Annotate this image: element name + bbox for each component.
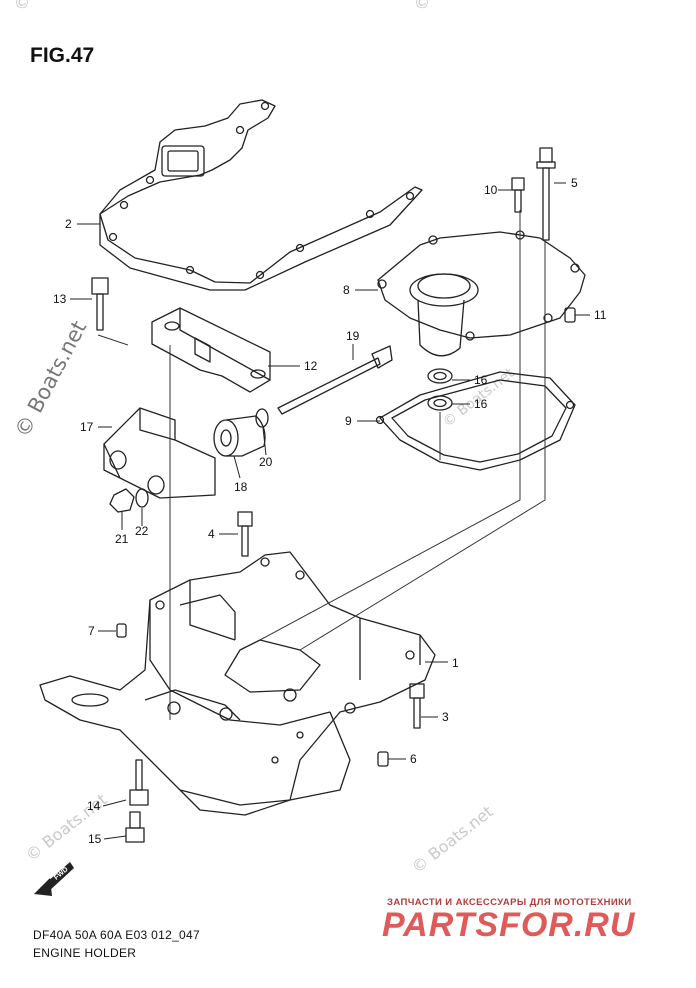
dowel-7 xyxy=(116,623,127,638)
dowel-6 xyxy=(377,751,389,767)
mount-bracket xyxy=(151,307,271,393)
callout-1: 1 xyxy=(452,656,459,670)
holder-plate xyxy=(377,230,586,357)
bolt-15 xyxy=(125,811,145,843)
short-bolt xyxy=(511,177,525,213)
long-bolt xyxy=(536,147,556,241)
washer xyxy=(427,395,453,411)
callout-11: 11 xyxy=(594,308,607,322)
washer-20 xyxy=(255,408,269,428)
washer xyxy=(427,368,453,384)
callout-13: 13 xyxy=(53,292,67,306)
callout-6: 6 xyxy=(410,752,417,766)
washer-22 xyxy=(135,488,149,508)
callout-3: 3 xyxy=(442,710,449,724)
callout-22: 22 xyxy=(135,524,149,538)
callout-16: 16 xyxy=(474,373,488,387)
callout-19: 19 xyxy=(346,329,360,343)
rubber-bushing xyxy=(213,415,266,457)
callout-2: 2 xyxy=(65,217,72,231)
callout-21: 21 xyxy=(115,532,129,546)
callout-4: 4 xyxy=(208,527,215,541)
nut xyxy=(109,488,135,513)
callout-20: 20 xyxy=(259,455,273,469)
forward-arrow-icon: FWD xyxy=(34,862,74,896)
through-bolt xyxy=(277,345,393,415)
callout-12: 12 xyxy=(304,359,318,373)
shop-tagline: ЗАПЧАСТИ И АКСЕССУАРЫ ДЛЯ МОТОТЕХНИКИ xyxy=(387,897,632,908)
bolt-4 xyxy=(237,511,253,557)
mount-block xyxy=(103,407,216,499)
diagram-name: ENGINE HOLDER xyxy=(33,946,137,960)
callout-17: 17 xyxy=(80,420,94,434)
figure-title: FIG.47 xyxy=(30,44,95,67)
callout-10: 10 xyxy=(484,183,498,197)
gasket-lower xyxy=(375,371,576,471)
callout-7: 7 xyxy=(88,624,95,638)
bolt-3 xyxy=(409,683,425,729)
callout-16: 16 xyxy=(474,397,488,411)
assembly-lines xyxy=(97,210,546,720)
diagram-code: DF40A 50A 60A E03 012_047 xyxy=(33,928,200,942)
stud-14 xyxy=(129,759,149,806)
leader-lines xyxy=(70,182,590,840)
bolt-13 xyxy=(91,277,109,331)
callout-9: 9 xyxy=(345,414,352,428)
callout-5: 5 xyxy=(571,176,578,190)
gasket-upper xyxy=(99,99,423,291)
callout-labels: 1 2 3 4 5 6 7 8 9 10 11 12 13 14 15 16 1… xyxy=(53,176,607,846)
callout-18: 18 xyxy=(234,480,248,494)
engine-holder xyxy=(39,551,436,816)
callout-8: 8 xyxy=(343,283,350,297)
callout-14: 14 xyxy=(87,799,101,813)
shop-logo: PARTSFOR.RU xyxy=(382,906,636,944)
callout-15: 15 xyxy=(88,832,102,846)
